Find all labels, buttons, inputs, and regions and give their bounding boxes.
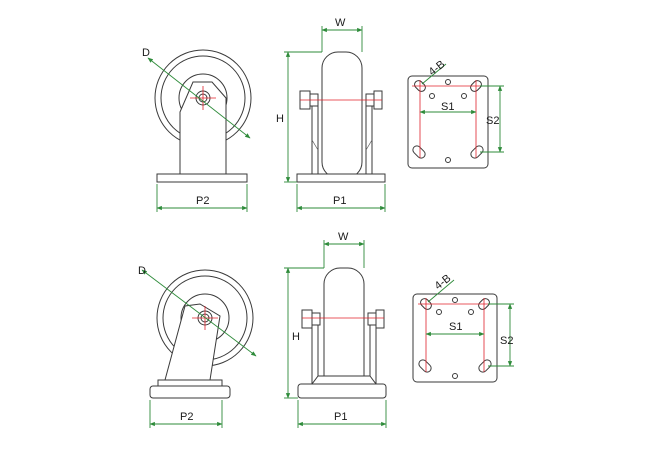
swivel-caster-plate-view: S1 S2 4-B [412, 272, 514, 383]
swivel-caster-side-view: D P2 [138, 265, 257, 428]
fixed-caster-front-view: W H P1 [276, 17, 386, 212]
diameter-dim-line [147, 57, 251, 139]
wheel-front [323, 267, 365, 393]
p1-label: P1 [333, 195, 346, 207]
wheel-front [321, 51, 363, 179]
plate-outline [412, 293, 498, 383]
holes-label: 4-B [426, 58, 447, 78]
holes-label: 4-B [432, 272, 453, 292]
diameter-label: D [138, 265, 146, 277]
fixed-caster-plate-view: S1 S2 4-B [407, 58, 504, 169]
p1-label: P1 [334, 411, 347, 423]
left-fork-leg [311, 317, 319, 385]
s1-label: S1 [441, 101, 454, 113]
right-fork-leg [369, 317, 377, 385]
left-bolt-head [301, 309, 313, 329]
s2-label: S2 [486, 115, 499, 127]
diameter-dim-line [141, 269, 257, 357]
p2-label: P2 [180, 411, 193, 423]
width-label: W [335, 17, 346, 29]
right-nut [375, 309, 385, 329]
swivel-race-front [311, 375, 377, 385]
fixed-caster-side-view: D P2 [142, 47, 252, 212]
top-plate [149, 385, 231, 399]
diameter-label: D [142, 47, 150, 59]
s1-label: S1 [449, 321, 462, 333]
swivel-caster-front-view: W H P1 [284, 231, 387, 428]
plate-outline [407, 75, 489, 169]
s2-label: S2 [500, 335, 513, 347]
height-label: H [276, 113, 284, 125]
left-fork-leg [308, 99, 319, 175]
right-fork-leg [365, 99, 373, 175]
p2-label: P2 [196, 195, 209, 207]
swivel-race [157, 379, 223, 387]
height-label: H [292, 331, 300, 343]
top-plate-front [297, 383, 387, 399]
top-plate [156, 173, 248, 183]
top-plate-front [296, 173, 386, 183]
mounting-slots [412, 79, 484, 163]
width-label: W [338, 231, 349, 243]
